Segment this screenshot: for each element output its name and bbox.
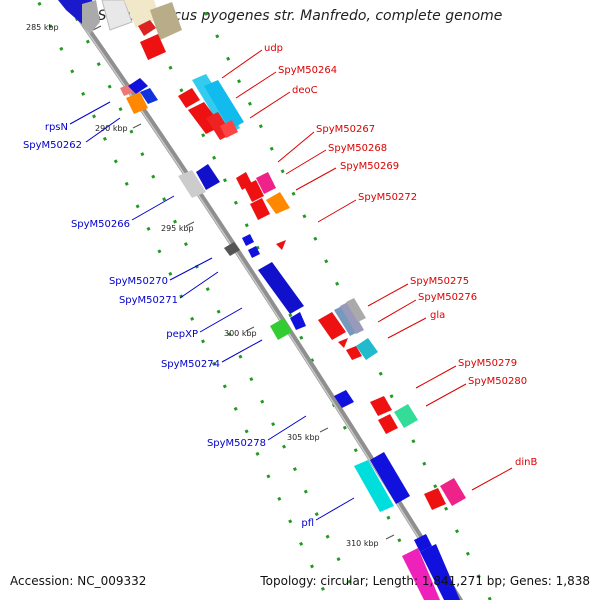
gene-label-dinb[interactable]: dinB <box>515 457 537 468</box>
gene-arrow <box>346 298 366 322</box>
tick-label-295: 295 kbp <box>161 224 194 233</box>
gene-arrow <box>356 338 378 360</box>
gene-arrow <box>276 240 286 250</box>
gene-label-spym50266[interactable]: SpyM50266 <box>71 219 130 230</box>
topology-text: Topology: circular; Length: 1,841,271 bp… <box>260 574 590 588</box>
gene-arrow <box>290 312 306 330</box>
gene-label-spym50272[interactable]: SpyM50272 <box>358 192 417 203</box>
gene-label-spym50271[interactable]: SpyM50271 <box>119 295 178 306</box>
gene-arrow <box>420 544 460 600</box>
gene-label-spym50280[interactable]: SpyM50280 <box>468 376 527 387</box>
gene-arrow <box>126 92 148 114</box>
guide-line-inner-1 <box>66 0 360 600</box>
gene-arrow <box>138 20 156 36</box>
gene-arrow <box>414 534 432 552</box>
gene-arrow <box>394 404 418 428</box>
gene-label-spym50264[interactable]: SpyM50264 <box>278 65 337 76</box>
gene-arrow <box>266 192 290 214</box>
gene-arrow <box>178 170 206 198</box>
gene-label-rpsn[interactable]: rpsN <box>45 122 68 133</box>
genome-backbone <box>63 0 464 600</box>
gene-arrow <box>370 452 410 504</box>
gene-arrow <box>244 180 264 202</box>
gene-arrow <box>82 0 100 34</box>
gene-arrow <box>370 396 392 416</box>
gene-label-udp[interactable]: udp <box>264 43 283 54</box>
gene-arrow <box>178 88 200 108</box>
map-title: Streptococcus pyogenes str. Manfredo, co… <box>97 8 503 24</box>
gene-arrow <box>220 120 238 138</box>
gene-arrow <box>338 338 348 348</box>
gene-label-spym50274[interactable]: SpyM50274 <box>161 359 220 370</box>
gene-label-pfl[interactable]: pfl <box>301 518 314 529</box>
gene-label-spym50270[interactable]: SpyM50270 <box>109 276 168 287</box>
gene-arrow <box>140 88 158 104</box>
gene-label-spym50262[interactable]: SpyM50262 <box>23 140 82 151</box>
tick-marks <box>92 25 395 540</box>
gene-features <box>58 0 466 600</box>
gene-label-spym50267[interactable]: SpyM50267 <box>316 124 375 135</box>
tick-label-285: 285 kbp <box>26 23 59 32</box>
gene-arrow <box>101 0 133 31</box>
gene-arrow <box>250 198 270 220</box>
guide-dotted-lines <box>36 0 492 600</box>
tick-label-305: 305 kbp <box>287 433 320 442</box>
gene-arrow <box>402 548 440 600</box>
gene-arrow <box>334 390 354 408</box>
gene-label-spym50276[interactable]: SpyM50276 <box>418 292 477 303</box>
gene-arrow <box>346 346 362 360</box>
gene-label-deoc[interactable]: deoC <box>292 85 318 96</box>
gene-label-spym50275[interactable]: SpyM50275 <box>410 276 469 287</box>
gene-arrow <box>124 0 160 28</box>
gene-arrow <box>424 488 446 510</box>
gene-arrow <box>440 478 466 506</box>
gene-label-gla[interactable]: gla <box>430 310 445 321</box>
gene-arrow <box>204 80 244 130</box>
gene-arrow <box>318 312 346 340</box>
gene-label-pepxp[interactable]: pepXP <box>166 329 198 340</box>
gene-arrow <box>334 306 358 336</box>
tick-label-310: 310 kbp <box>346 539 379 548</box>
accession-text: Accession: NC_009332 <box>10 574 147 588</box>
gene-arrow <box>256 172 276 194</box>
leader-lines <box>69 49 513 521</box>
gene-arrow <box>196 164 220 190</box>
gene-arrow <box>378 414 398 434</box>
gene-label-spym50268[interactable]: SpyM50268 <box>328 143 387 154</box>
tick-label-300: 300 kbp <box>224 329 257 338</box>
gene-arrow <box>140 34 166 60</box>
gene-arrow <box>270 318 292 340</box>
gene-label-spym50278[interactable]: SpyM50278 <box>207 438 266 449</box>
gene-arrow <box>128 78 148 94</box>
tick-label-290: 290 kbp <box>95 124 128 133</box>
genome-backbone-highlight <box>64 0 459 600</box>
gene-arrow <box>248 246 260 258</box>
gene-arrow <box>242 234 254 246</box>
gene-label-spym50279[interactable]: SpyM50279 <box>458 358 517 369</box>
gene-arrow <box>340 302 364 334</box>
gene-arrow <box>224 242 240 256</box>
gene-arrow <box>354 460 394 512</box>
gene-arrow <box>258 262 304 314</box>
gene-label-spym50269[interactable]: SpyM50269 <box>340 161 399 172</box>
gene-arrow <box>150 2 182 40</box>
